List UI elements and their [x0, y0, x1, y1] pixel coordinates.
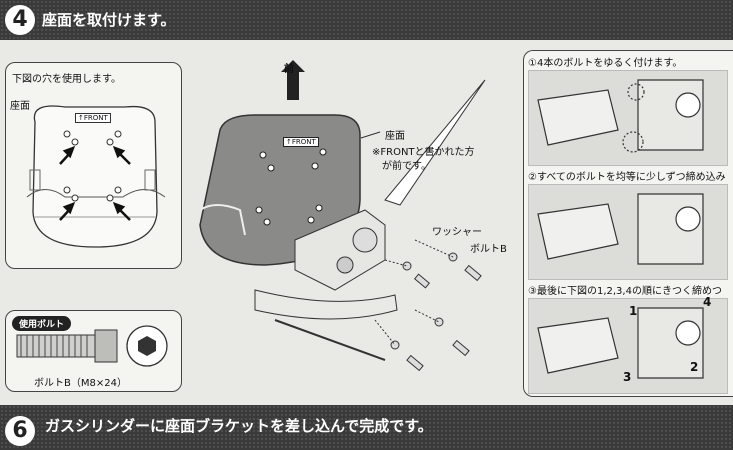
- seat-assembly-illustration: [199, 60, 486, 372]
- washer-label: ワッシャー: [432, 227, 482, 238]
- tighten-order-2: 2: [690, 360, 699, 374]
- step-1-text: ①4本のボルトをゆるく付けます。: [528, 58, 683, 69]
- holes-instruction: 下図の穴を使用します。: [12, 74, 121, 85]
- seat-label: 座面: [10, 101, 30, 112]
- step-4-header: [0, 0, 733, 40]
- tightening-detail-illustrations: [537, 79, 704, 379]
- front-note-line-2: が前です。: [382, 161, 431, 172]
- step-6-title: ガスシリンダーに座面ブラケットを差し込んで完成です。: [45, 417, 433, 435]
- front-direction-label: 前: [284, 64, 294, 75]
- bolt-b-illustration: [16, 325, 168, 367]
- front-tag-small: ↑FRONT: [75, 113, 111, 123]
- step-6-header: [0, 405, 733, 450]
- seat-callout-label: 座面: [385, 131, 405, 142]
- bolt-b-caption: ボルトB（M8×24）: [34, 378, 127, 389]
- bolt-used-tag: 使用ボルト: [12, 316, 72, 331]
- front-note-line-1: ※FRONTと書かれた方: [372, 147, 475, 158]
- seat-underside-illustration: [26, 105, 166, 248]
- front-arrow-icon: [281, 60, 305, 100]
- front-tag: ↑FRONT: [283, 137, 319, 147]
- step-4-title: 座面を取付けます。: [42, 11, 176, 29]
- tighten-order-4: 4: [703, 295, 712, 309]
- step-number-4: 4: [5, 5, 35, 35]
- step-3-text: ③最後に下図の1,2,3,4の順にきつく締めつ: [528, 286, 722, 297]
- step-number-6: 6: [5, 416, 35, 446]
- tighten-order-3: 3: [623, 370, 632, 384]
- tighten-order-1: 1: [629, 304, 638, 318]
- bolt-b-label: ボルトB: [470, 244, 507, 255]
- step-2-text: ②すべてのボルトを均等に少しずつ締め込み: [528, 172, 726, 183]
